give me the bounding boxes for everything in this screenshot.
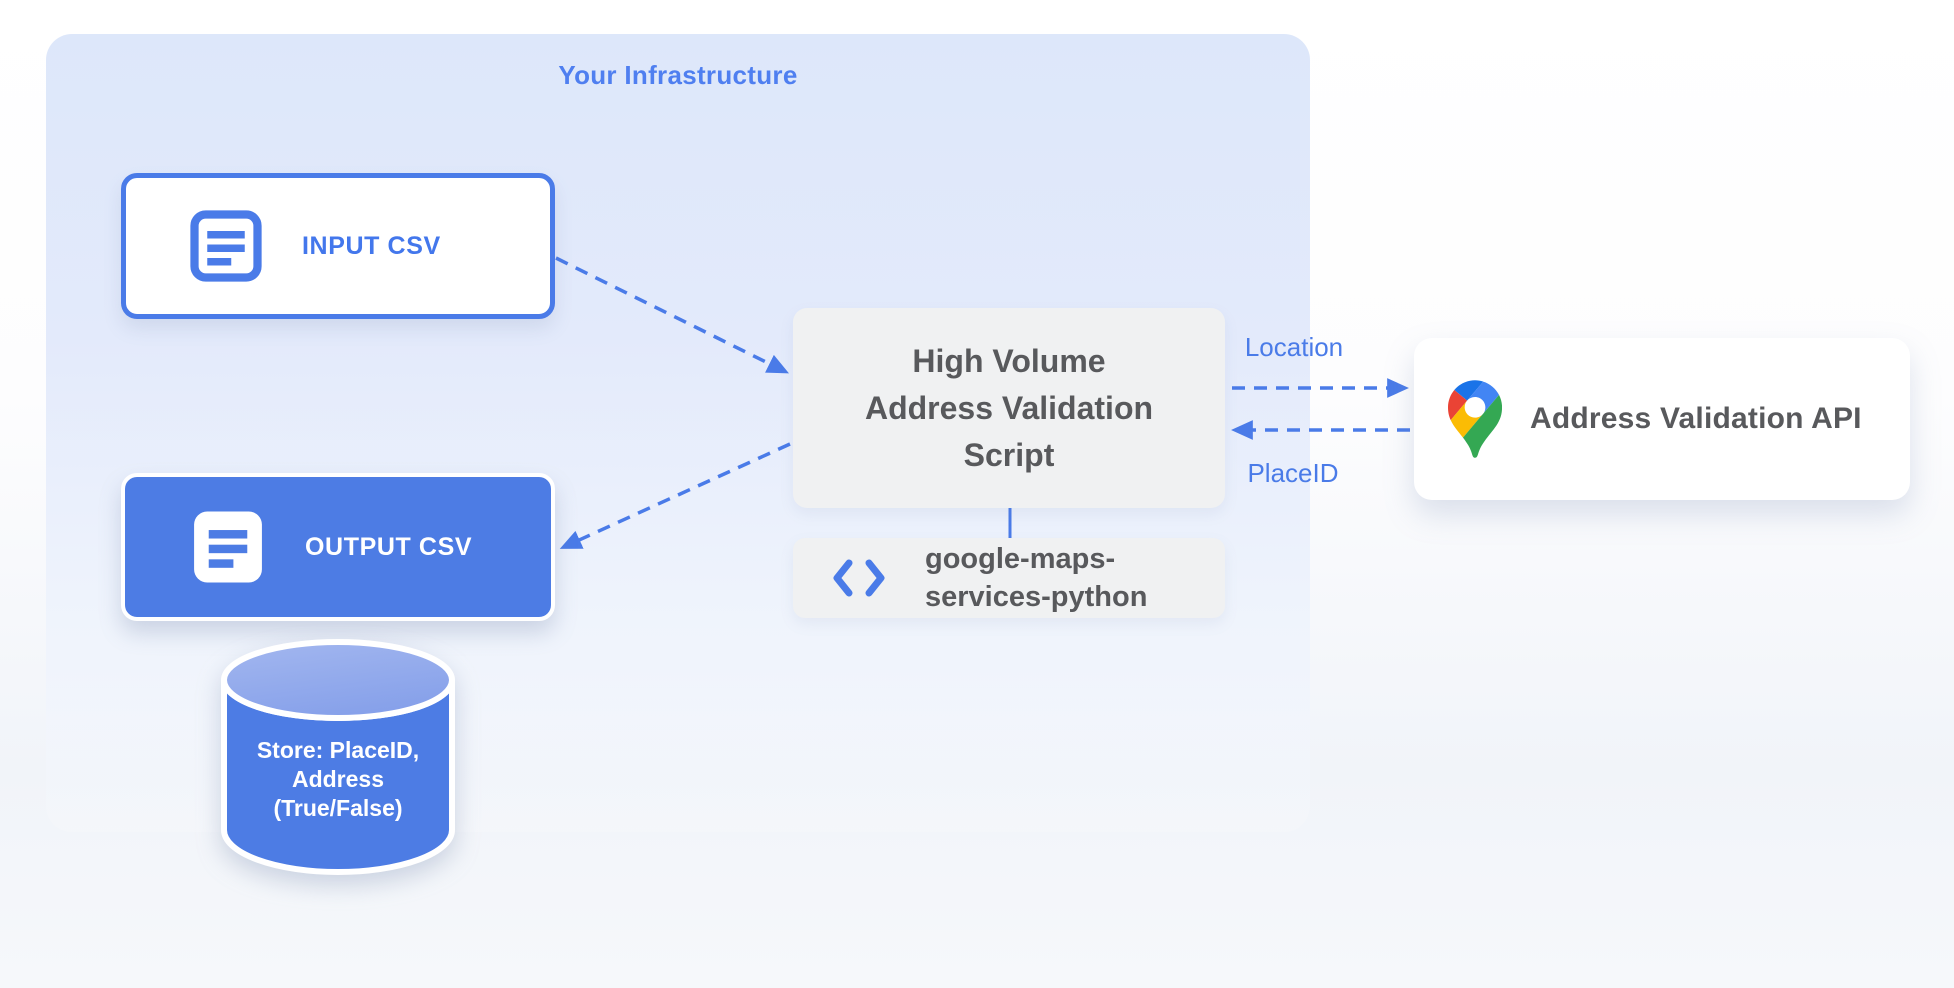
api-node: Address Validation API (1414, 338, 1910, 500)
edge-script-to-output (559, 442, 791, 549)
library-label-line: services-python (925, 581, 1148, 613)
script-label-line: High Volume (912, 342, 1106, 379)
datastore-node: Store: PlaceID, Address (True/False) (218, 636, 458, 878)
datastore-label-line: Store: PlaceID, (256, 737, 420, 763)
google-maps-pin-icon (1448, 380, 1502, 458)
code-icon (833, 559, 885, 597)
datastore-label-line: (True/False) (273, 795, 403, 821)
script-label-line: Address Validation (864, 389, 1154, 426)
datastore-label: Store: PlaceID, Address (True/False) (218, 736, 458, 823)
script-label-line: Script (963, 436, 1055, 473)
database-cylinder-icon (221, 639, 455, 875)
output-csv-label: OUTPUT CSV (305, 532, 473, 561)
library-label-line: google-maps- (925, 543, 1116, 575)
edge-input-to-script (555, 256, 789, 374)
input-csv-label: INPUT CSV (302, 231, 441, 260)
input-csv-node: INPUT CSV (121, 173, 555, 319)
datastore-label-line: Address (291, 766, 385, 792)
document-icon (190, 210, 262, 282)
placeid-edge-label: PlaceID (1247, 458, 1339, 488)
library-node: google-maps- services-python (793, 538, 1225, 618)
document-icon (194, 511, 262, 583)
location-edge-label: Location (1244, 332, 1344, 362)
api-label: Address Validation API (1530, 402, 1862, 435)
script-node: High Volume Address Validation Script (793, 308, 1225, 508)
output-csv-node: OUTPUT CSV (121, 473, 555, 621)
panel-title: Your Infrastructure (558, 60, 798, 90)
